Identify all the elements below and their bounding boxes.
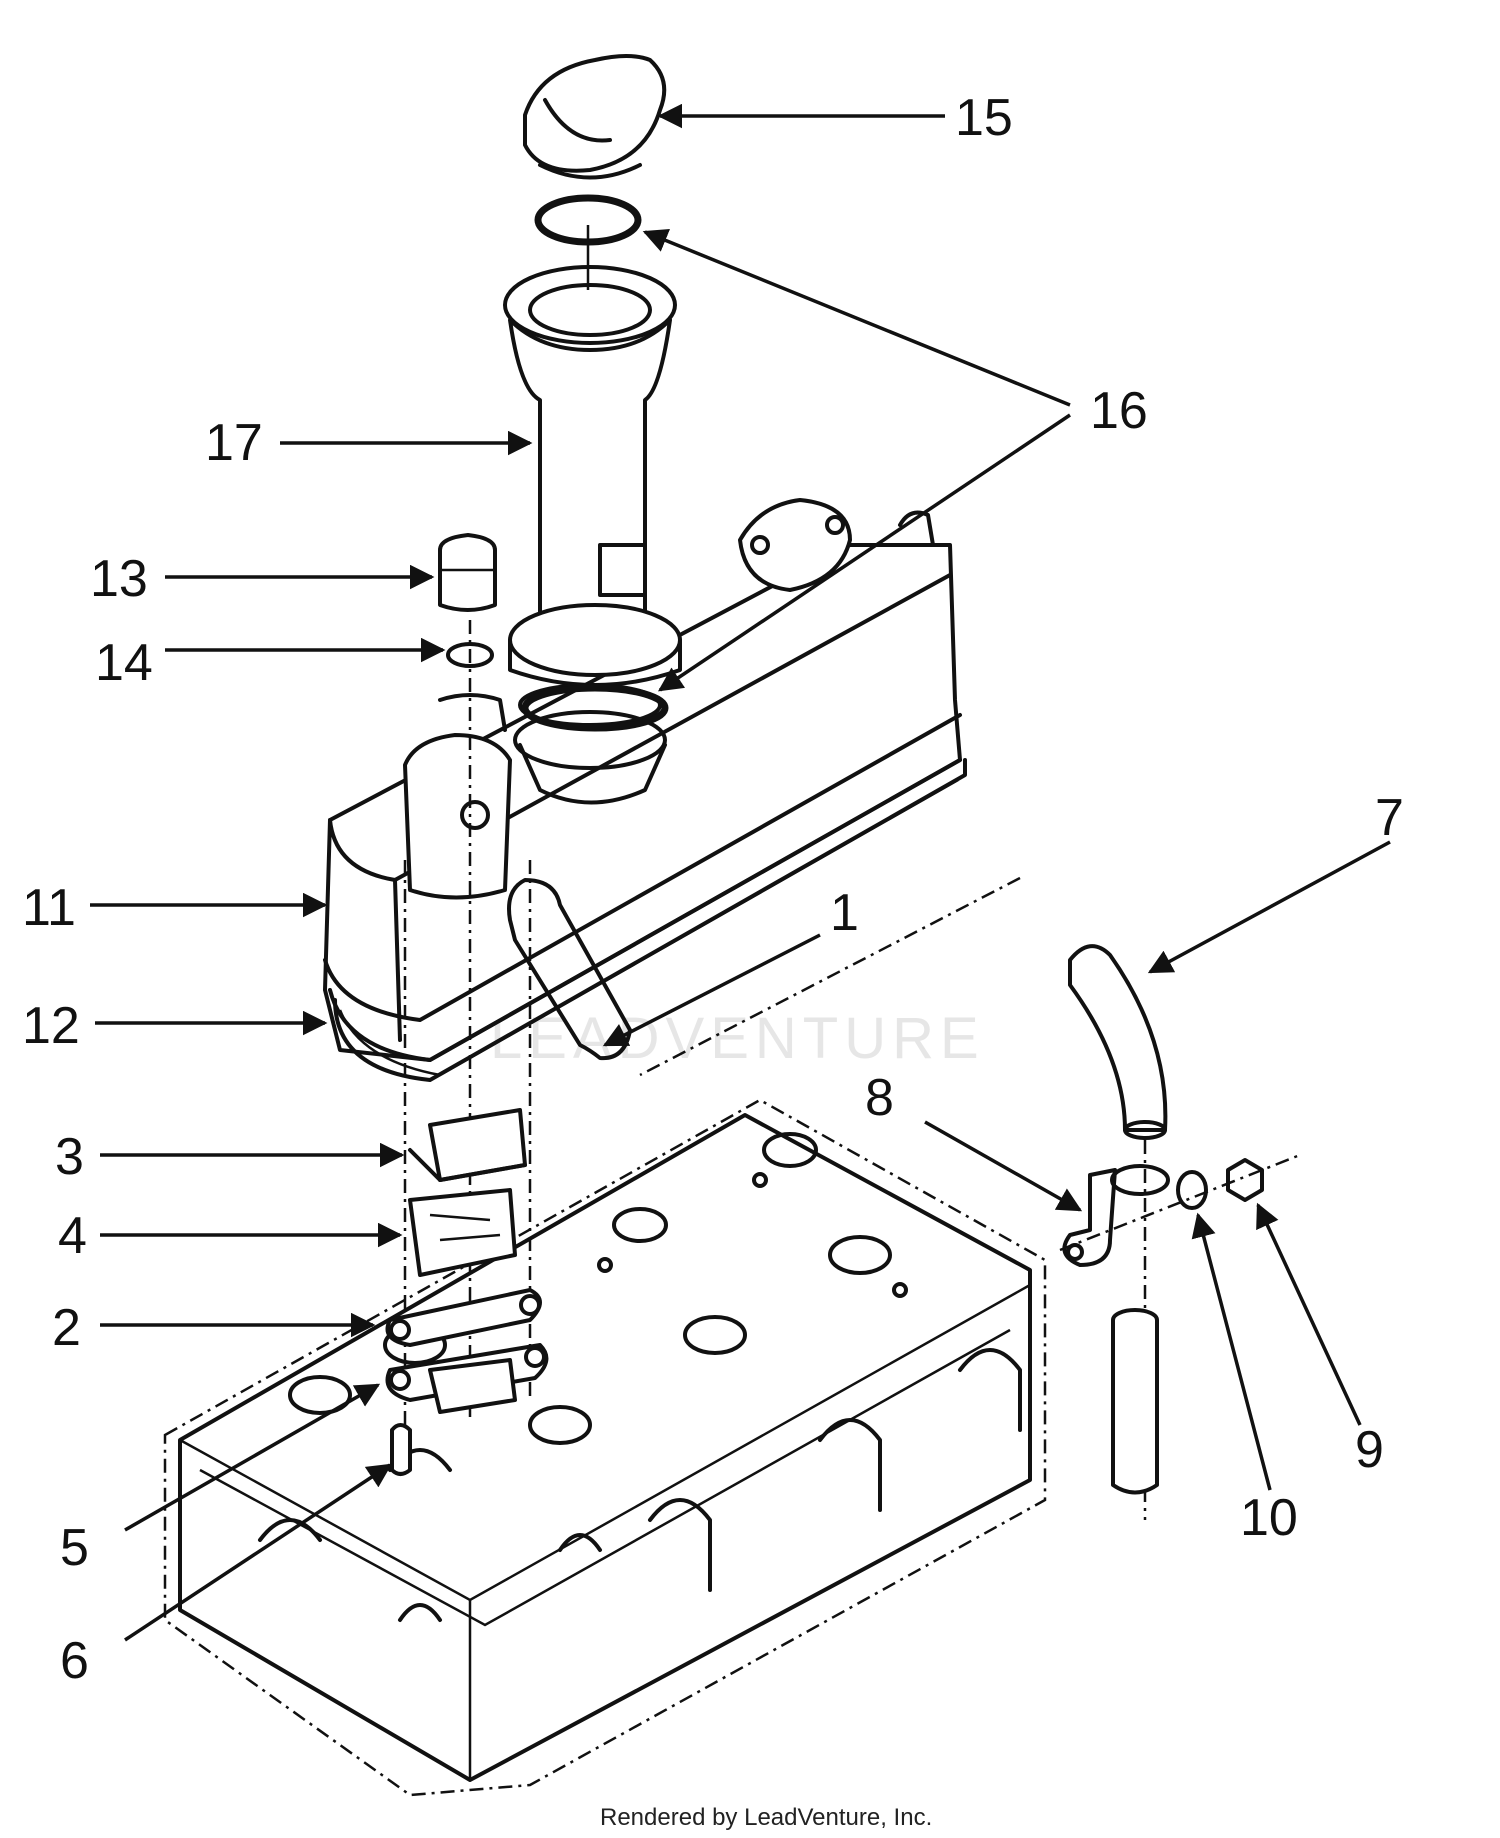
- callout-4: 4: [58, 1207, 87, 1265]
- callout-6: 6: [60, 1632, 89, 1690]
- callout-12: 12: [22, 997, 80, 1055]
- watermark-text: LEADVENTURE: [490, 1006, 985, 1071]
- callout-5: 5: [60, 1519, 89, 1577]
- callout-13: 13: [90, 550, 148, 608]
- callout-10: 10: [1240, 1489, 1298, 1547]
- callout-9: 9: [1355, 1421, 1384, 1479]
- callout-2: 2: [52, 1299, 81, 1357]
- leader-lines: [90, 103, 1391, 1642]
- valve-cover-gasket: [333, 758, 967, 1082]
- hose-bracket: [1062, 1168, 1117, 1267]
- callout-14: 14: [95, 634, 153, 692]
- callout-16: 16: [1090, 382, 1148, 440]
- callout-1: 1: [830, 884, 859, 942]
- cylinder-head: [163, 1098, 1047, 1797]
- callout-17: 17: [205, 414, 263, 472]
- breather-base: [385, 1343, 549, 1414]
- hose-clamp: [1110, 1164, 1170, 1196]
- breather-gasket: [385, 1288, 542, 1347]
- drain-hose: [1068, 944, 1168, 1140]
- breather-element: [408, 1188, 517, 1277]
- breather-washer: [446, 642, 494, 668]
- footer-credit: Rendered by LeadVenture, Inc.: [600, 1804, 932, 1831]
- o-ring-upper: [534, 194, 642, 246]
- o-ring-lower: [521, 684, 669, 732]
- breather-cover: [408, 1108, 527, 1182]
- bracket-nut: [1226, 1158, 1264, 1202]
- callout-11: 11: [22, 879, 76, 937]
- callout-15: 15: [955, 89, 1013, 147]
- callout-7: 7: [1375, 789, 1404, 847]
- breather-screw: [390, 1423, 412, 1476]
- callout-8: 8: [865, 1069, 894, 1127]
- callout-3: 3: [55, 1128, 84, 1186]
- breather-nut: [438, 533, 497, 612]
- bracket-washer: [1176, 1170, 1208, 1210]
- breather-housing: [403, 693, 512, 900]
- oil-fill-cap: [523, 54, 667, 180]
- drain-tube: [1111, 1308, 1159, 1495]
